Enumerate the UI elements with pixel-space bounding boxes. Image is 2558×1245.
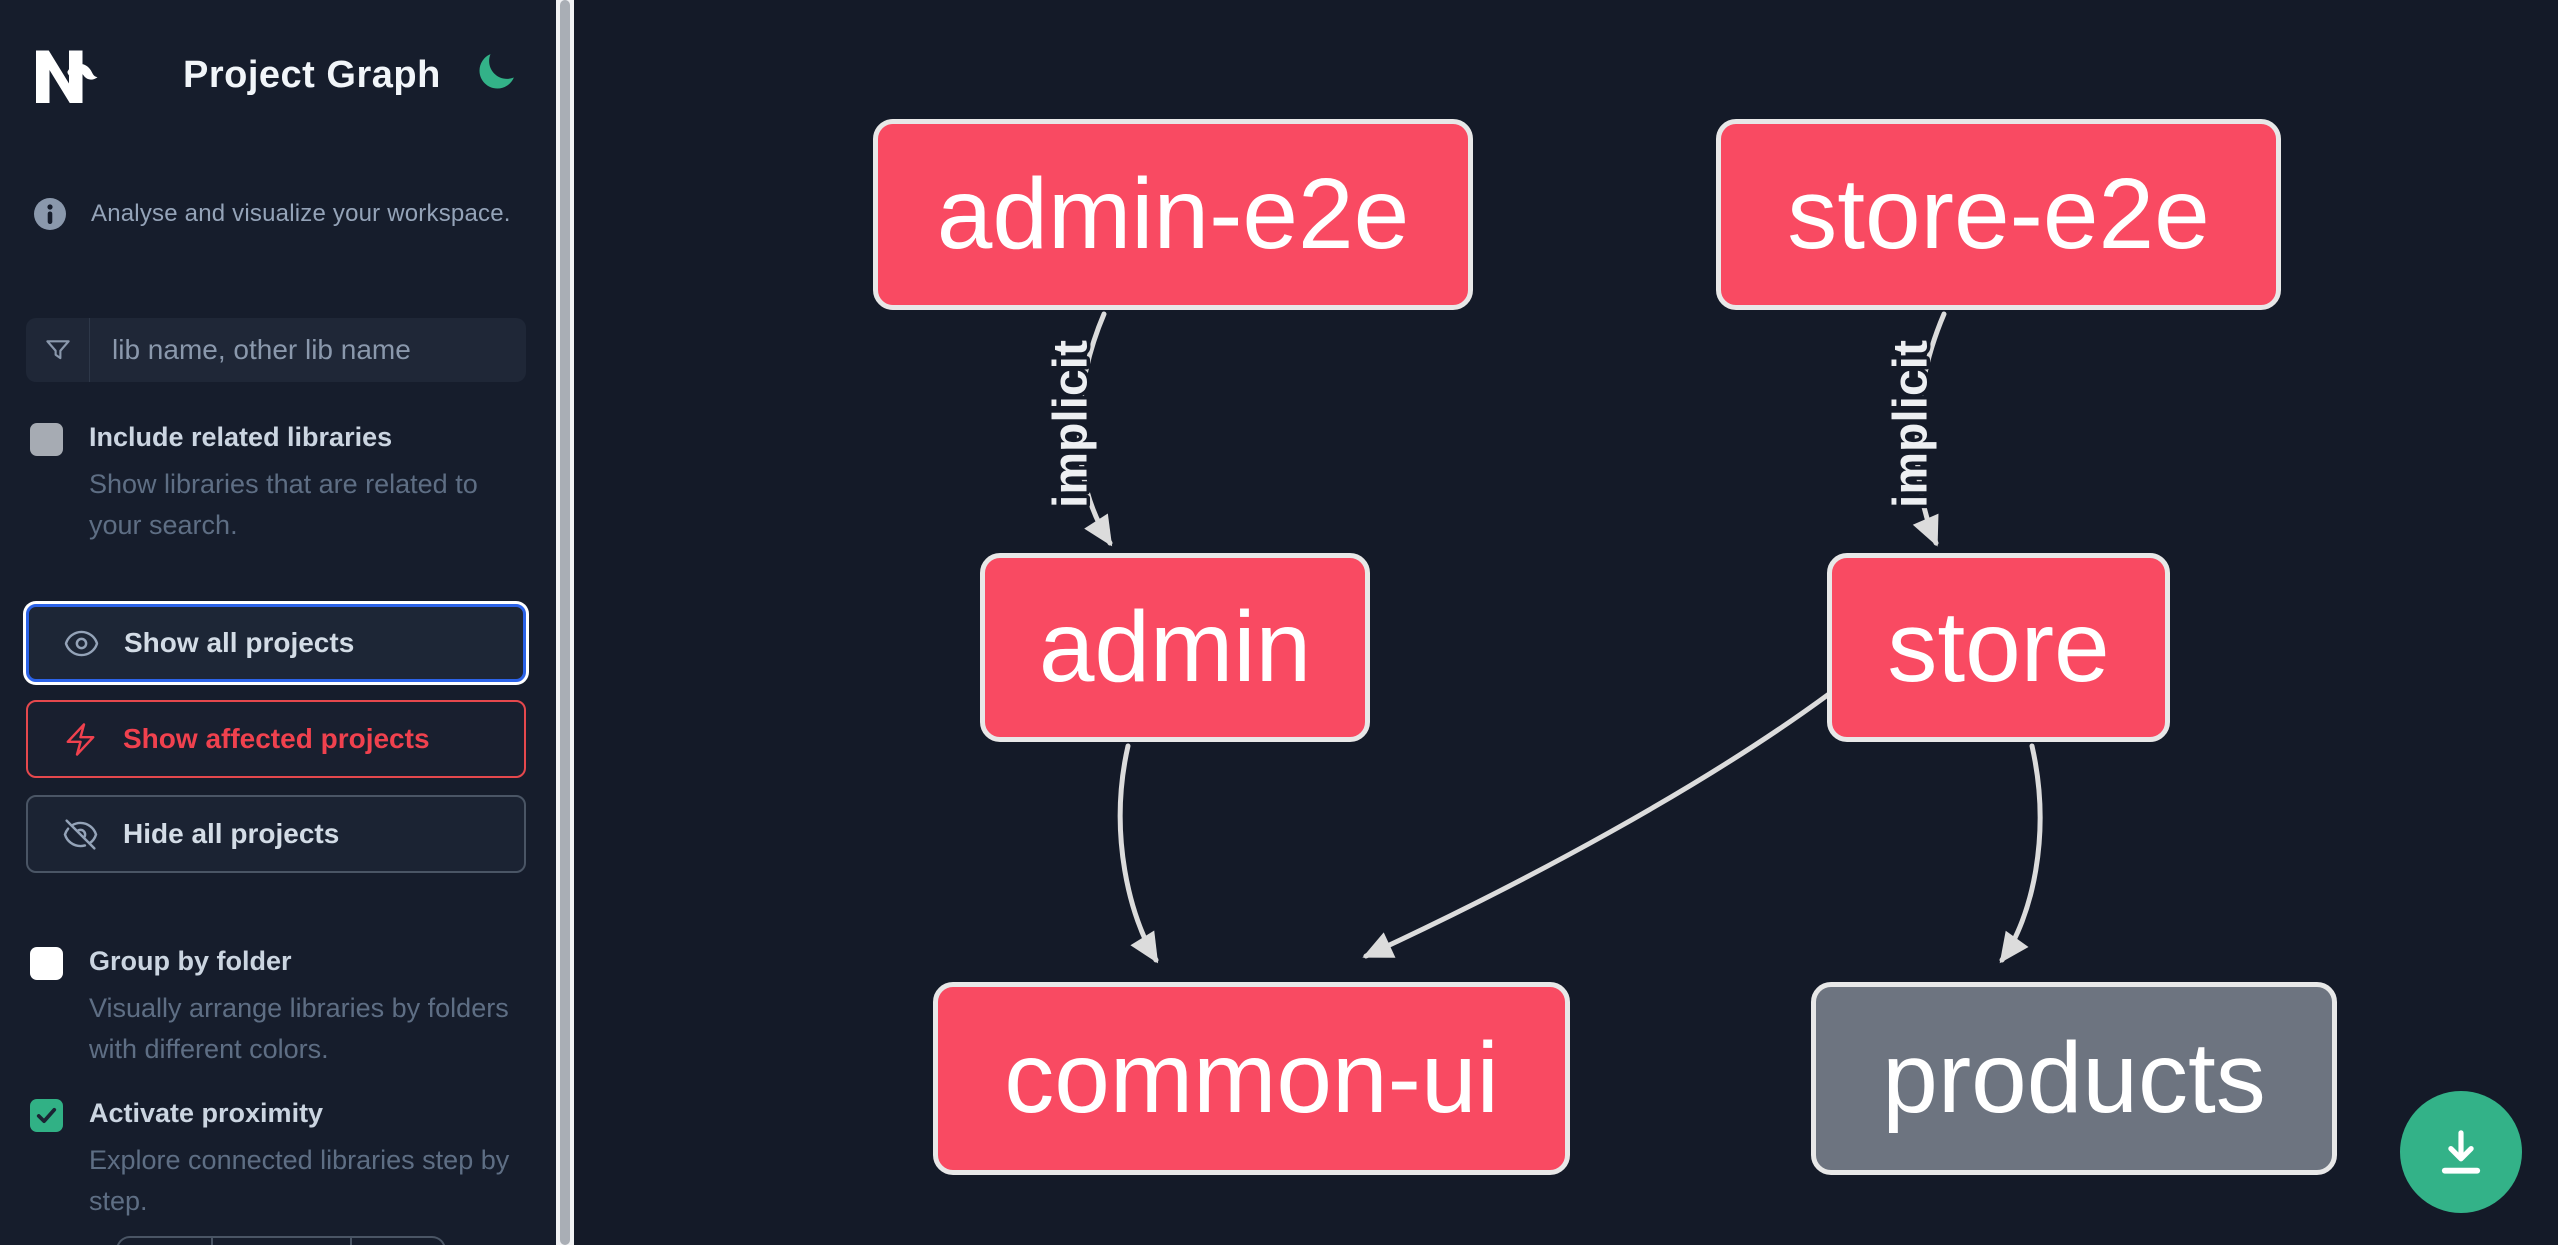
group-by-folder-description: Visually arrange libraries by folders wi… [89, 993, 509, 1064]
eye-icon [64, 630, 99, 656]
edge-label-implicit: implicit [1045, 340, 1098, 508]
brand-row: Project Graph [30, 38, 550, 114]
search-box [26, 318, 526, 382]
include-related-checkbox[interactable] [30, 423, 63, 456]
edge-store-to-products[interactable] [1999, 743, 2043, 964]
activate-proximity-option: Activate proximity Explore connected lib… [30, 1096, 535, 1222]
include-related-label: Include related libraries [89, 422, 393, 452]
edge-label-implicit: implicit [1885, 340, 1938, 508]
node-label: admin-e2e [936, 158, 1410, 270]
activate-proximity-checkbox[interactable] [30, 1099, 63, 1132]
bolt-icon [66, 722, 95, 756]
show-affected-projects-button[interactable]: Show affected projects [26, 700, 526, 778]
moon-icon [479, 54, 514, 89]
graph-canvas[interactable]: implicit implicit admin-e2e store-e2e ad… [574, 0, 2558, 1245]
graph-node-store[interactable]: store [1827, 553, 2170, 742]
activate-proximity-description: Explore connected libraries step by step… [89, 1145, 510, 1216]
group-by-folder-label: Group by folder [89, 946, 292, 976]
info-icon [34, 198, 66, 230]
page-title: Project Graph [183, 54, 441, 96]
include-related-description: Show libraries that are related to your … [89, 469, 478, 540]
show-affected-projects-label: Show affected projects [123, 723, 430, 754]
node-label: admin [1038, 591, 1312, 703]
edge-admin-e2e-to-admin[interactable] [1076, 311, 1113, 547]
search-input[interactable] [90, 318, 526, 382]
funnel-icon [45, 340, 70, 360]
node-label: store-e2e [1787, 158, 2210, 270]
graph-node-products[interactable]: products [1811, 982, 2337, 1175]
edge-store-e2e-to-store[interactable] [1912, 311, 1947, 547]
graph-node-store-e2e[interactable]: store-e2e [1716, 119, 2281, 310]
graph-node-common-ui[interactable]: common-ui [933, 982, 1570, 1175]
show-all-projects-button[interactable]: Show all projects [26, 604, 526, 682]
sidebar-scrollbar[interactable] [556, 0, 574, 1245]
group-by-folder-checkbox[interactable] [30, 947, 63, 980]
activate-proximity-label: Activate proximity [89, 1098, 324, 1128]
graph-node-admin[interactable]: admin [980, 553, 1370, 742]
scrollbar-thumb[interactable] [560, 0, 570, 1245]
filter-icon-segment [26, 318, 90, 382]
download-graph-button[interactable] [2400, 1091, 2522, 1213]
checkmark-icon [36, 1107, 57, 1124]
download-icon [2441, 1130, 2481, 1174]
hide-all-projects-button[interactable]: Hide all projects [26, 795, 526, 873]
tagline-text: Analyse and visualize your workspace. [91, 200, 511, 227]
group-by-folder-option: Group by folder Visually arrange librari… [30, 944, 535, 1070]
show-all-projects-label: Show all projects [124, 627, 355, 658]
node-label: products [1882, 1022, 2266, 1134]
nx-logo-icon [36, 50, 98, 103]
node-label: store [1887, 591, 2110, 703]
proximity-depth-stepper[interactable] [116, 1236, 446, 1245]
edge-store-to-common-ui[interactable] [1362, 691, 1832, 959]
graph-node-admin-e2e[interactable]: admin-e2e [873, 119, 1473, 310]
eye-off-icon [63, 818, 98, 850]
edge-admin-to-common-ui[interactable] [1117, 743, 1159, 964]
edges-layer: implicit implicit [1041, 311, 2043, 964]
include-related-option: Include related libraries Show libraries… [30, 420, 535, 546]
hide-all-projects-label: Hide all projects [123, 818, 340, 849]
theme-toggle-button[interactable] [473, 50, 519, 96]
tagline-row: Analyse and visualize your workspace. [33, 197, 511, 231]
sidebar: Project Graph Analyse and visualize your… [0, 0, 556, 1245]
node-label: common-ui [1004, 1022, 1499, 1134]
